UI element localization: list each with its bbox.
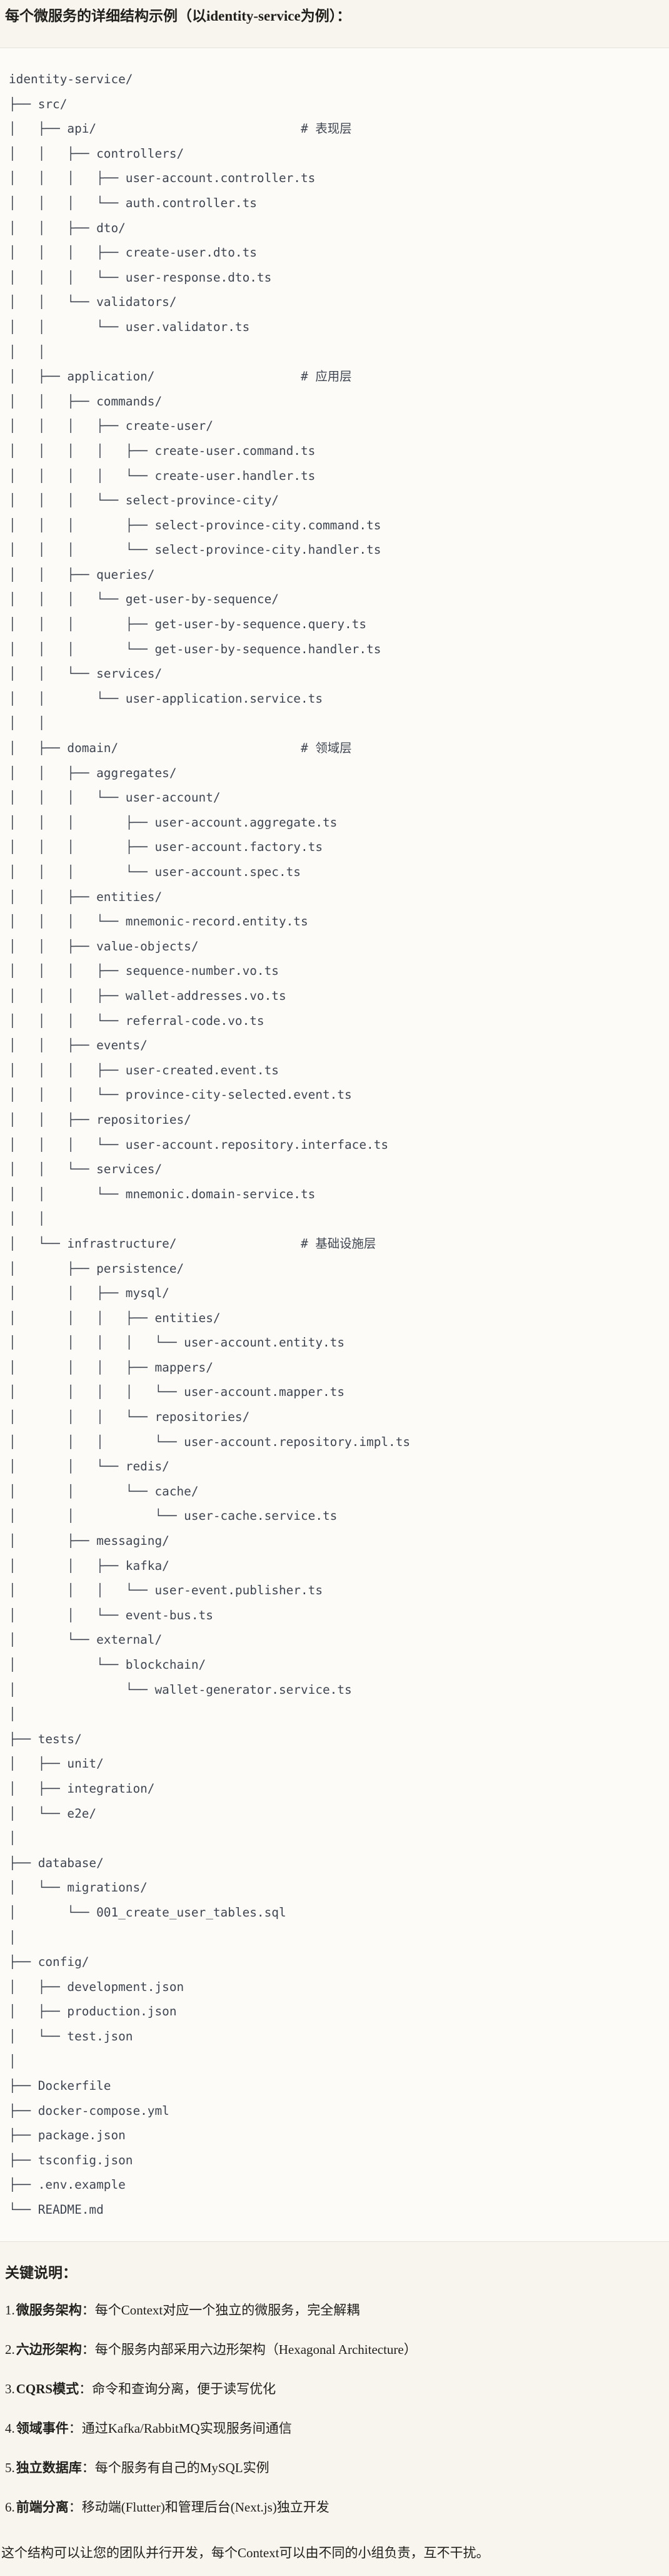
note-item-6: 6.前端分离：移动端(Flutter)和管理后台(Next.js)独立开发 bbox=[5, 2498, 664, 2517]
note-label: 前端分离 bbox=[16, 2499, 69, 2515]
note-separator: ： bbox=[68, 2420, 82, 2436]
note-text: 每个Context对应一个独立的微服务，完全解耦 bbox=[94, 2302, 360, 2318]
note-number: 5. bbox=[5, 2460, 15, 2475]
note-label: CQRS模式 bbox=[16, 2381, 79, 2396]
note-item-5: 5.独立数据库：每个服务有自己的MySQL实例 bbox=[5, 2458, 664, 2477]
note-label: 独立数据库 bbox=[16, 2460, 82, 2475]
note-label: 微服务架构 bbox=[16, 2302, 82, 2318]
note-separator: ： bbox=[81, 2460, 95, 2475]
notes-section: 关键说明： 1.微服务架构：每个Context对应一个独立的微服务，完全解耦 2… bbox=[0, 2263, 669, 2575]
note-label: 六边形架构 bbox=[16, 2341, 82, 2357]
note-text: 通过Kafka/RabbitMQ实现服务间通信 bbox=[81, 2420, 292, 2436]
notes-heading: 关键说明： bbox=[5, 2264, 77, 2281]
note-item-2: 2.六边形架构：每个服务内部采用六边形架构（Hexagonal Architec… bbox=[5, 2340, 664, 2359]
note-text: 每个服务内部采用六边形架构（Hexagonal Architecture） bbox=[94, 2341, 417, 2357]
page-title: 每个微服务的详细结构示例（以identity-service为例）： bbox=[5, 8, 351, 24]
code-block: identity-service/ ├── src/ │ ├── api/ # … bbox=[0, 48, 669, 2242]
note-item-3: 3.CQRS模式：命令和查询分离，便于读写优化 bbox=[5, 2380, 664, 2398]
note-number: 4. bbox=[5, 2420, 15, 2436]
note-number: 6. bbox=[5, 2499, 15, 2515]
closing-paragraph: 这个结构可以让您的团队并行开发，每个Context可以由不同的小组负责，互不干扰… bbox=[1, 2545, 490, 2560]
note-separator: ： bbox=[79, 2381, 93, 2396]
note-number: 1. bbox=[5, 2302, 15, 2318]
directory-tree: identity-service/ ├── src/ │ ├── api/ # … bbox=[9, 72, 411, 2217]
note-separator: ： bbox=[81, 2302, 95, 2318]
note-text: 每个服务有自己的MySQL实例 bbox=[94, 2460, 269, 2475]
note-item-1: 1.微服务架构：每个Context对应一个独立的微服务，完全解耦 bbox=[5, 2301, 664, 2319]
note-text: 移动端(Flutter)和管理后台(Next.js)独立开发 bbox=[81, 2499, 329, 2515]
note-separator: ： bbox=[81, 2341, 95, 2357]
note-item-4: 4.领域事件：通过Kafka/RabbitMQ实现服务间通信 bbox=[5, 2419, 664, 2438]
note-number: 2. bbox=[5, 2341, 15, 2357]
note-label: 领域事件 bbox=[16, 2420, 69, 2436]
note-number: 3. bbox=[5, 2381, 15, 2396]
note-separator: ： bbox=[68, 2499, 82, 2515]
note-text: 命令和查询分离，便于读写优化 bbox=[92, 2381, 276, 2396]
